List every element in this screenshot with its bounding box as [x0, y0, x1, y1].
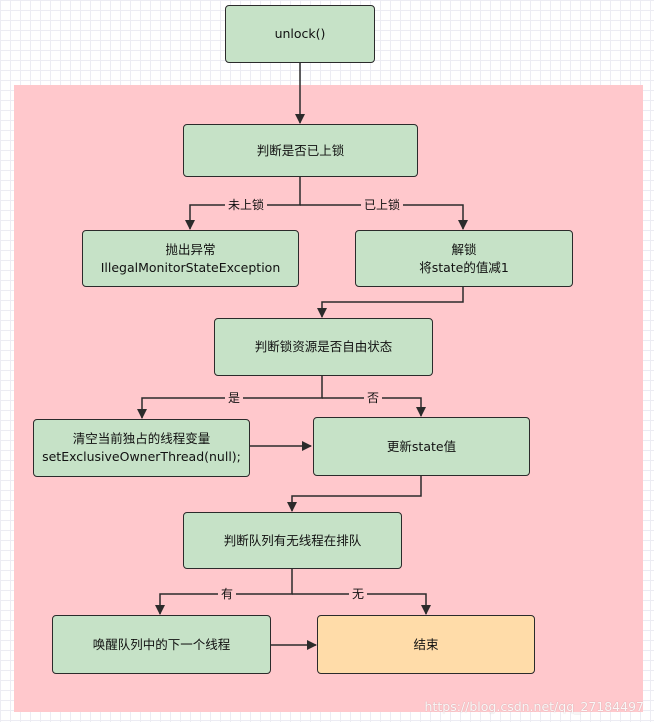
- node-wake-next-text: 唤醒队列中的下一个线程: [92, 636, 231, 652]
- node-check-free: 判断锁资源是否自由状态: [214, 318, 433, 376]
- node-end: 结束: [317, 615, 535, 674]
- edge-label-has: 有: [217, 587, 237, 601]
- node-release: 解锁 将state的值减1: [355, 230, 573, 287]
- node-clear-owner-line2: setExclusiveOwnerThread(null);: [42, 449, 241, 464]
- watermark: https://blog.csdn.net/qq_27184497: [424, 699, 644, 714]
- node-check-locked-text: 判断是否已上锁: [256, 142, 345, 158]
- edge-label-locked: 已上锁: [360, 198, 404, 212]
- edge-none: [292, 593, 431, 615]
- node-clear-owner: 清空当前独占的线程变量 setExclusiveOwnerThread(null…: [33, 419, 250, 477]
- node-check-queue: 判断队列有无线程在排队: [183, 512, 402, 569]
- edge-update-to-queue: [287, 476, 422, 512]
- node-clear-owner-line1: 清空当前独占的线程变量: [72, 431, 211, 446]
- node-throw-exception-line2: IllegalMonitorStateException: [100, 259, 281, 275]
- node-release-line1: 解锁: [451, 241, 477, 257]
- node-throw-exception-line1: 抛出异常: [165, 241, 216, 257]
- node-update-state: 更新state值: [313, 417, 530, 476]
- edge-no: [322, 397, 426, 417]
- edge-label-yes: 是: [224, 391, 244, 405]
- edge-label-not-locked: 未上锁: [224, 198, 268, 212]
- node-check-queue-text: 判断队列有无线程在排队: [223, 532, 362, 548]
- edge-release-to-free: [317, 287, 464, 318]
- node-release-line2: 将state的值减1: [419, 259, 509, 275]
- edge-label-no: 否: [363, 391, 383, 405]
- edge-locked: [300, 204, 468, 230]
- node-end-text: 结束: [413, 636, 439, 652]
- node-wake-next: 唤醒队列中的下一个线程: [52, 615, 271, 674]
- node-unlock: unlock(): [225, 5, 375, 63]
- node-throw-exception: 抛出异常 IllegalMonitorStateException: [82, 230, 299, 287]
- node-check-free-text: 判断锁资源是否自由状态: [254, 339, 393, 354]
- edge-label-none: 无: [348, 587, 368, 601]
- node-unlock-text: unlock(): [274, 26, 326, 41]
- node-check-locked: 判断是否已上锁: [183, 124, 418, 177]
- node-update-state-text: 更新state值: [386, 438, 457, 454]
